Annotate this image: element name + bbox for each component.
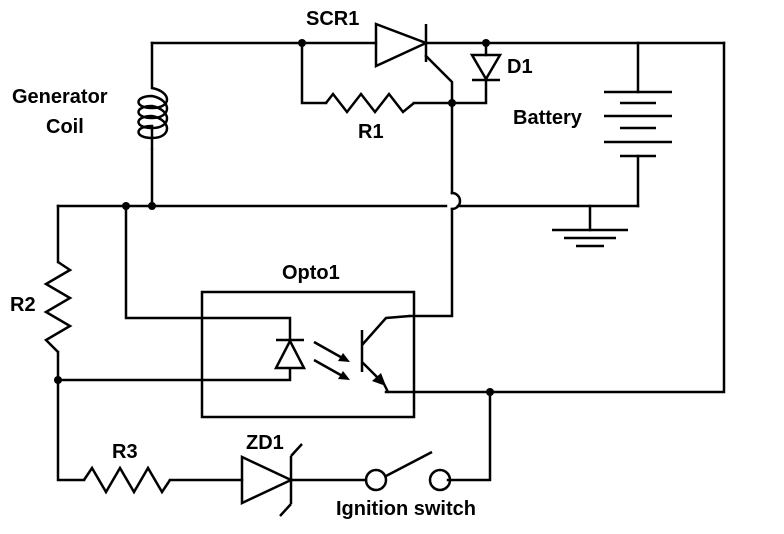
ignition-switch-symbol[interactable]: [364, 450, 452, 492]
generator-coil-label-line1: Generator: [12, 86, 108, 108]
junction-dot-ground-coil: [148, 202, 156, 210]
r1-resistor: [325, 91, 415, 115]
junction-dot-gate: [448, 99, 456, 107]
d1-label: D1: [507, 56, 533, 78]
r3-resistor: [82, 465, 172, 495]
junction-dot-top-r1: [298, 39, 306, 47]
generator-coil-label-line2: Coil: [46, 116, 84, 138]
opto-phototransistor-symbol: [360, 314, 411, 393]
opto-light-arrows: [313, 340, 350, 380]
r3-label: R3: [112, 441, 138, 463]
battery-label: Battery: [513, 107, 583, 129]
ignition-switch-label: Ignition switch: [336, 498, 476, 520]
junction-dot-top-d1: [482, 39, 490, 47]
opto1-label: Opto1: [282, 262, 340, 284]
r2-resistor: [43, 260, 73, 353]
junction-dot-switch: [486, 388, 494, 396]
zd1-symbol: [240, 443, 303, 517]
r1-label: R1: [358, 121, 384, 143]
d1-symbol: [469, 53, 503, 82]
opto-led-symbol: [273, 338, 307, 370]
junction-dots: [54, 39, 494, 396]
scr1-symbol: [374, 22, 430, 68]
junction-dot-ground-left: [122, 202, 130, 210]
zd1-label: ZD1: [246, 432, 284, 454]
scr1-label: SCR1: [306, 8, 359, 30]
battery-symbol: [604, 90, 672, 158]
wires: [56, 41, 726, 482]
generator-coil-symbol: [137, 86, 169, 150]
opto1-box: [200, 290, 416, 419]
r2-label: R2: [10, 294, 36, 316]
ground-symbol: [552, 228, 628, 248]
junction-dot-r2: [54, 376, 62, 384]
